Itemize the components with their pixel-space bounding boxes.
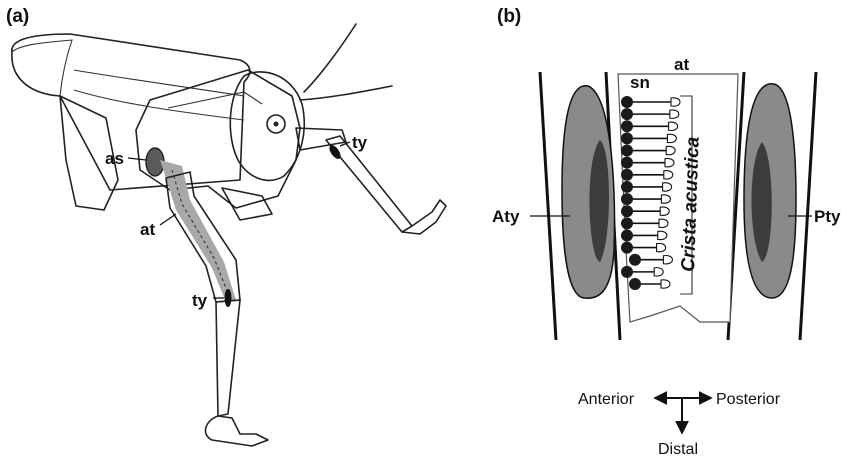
head <box>229 71 306 182</box>
antenna-upper <box>303 23 357 93</box>
mid-leg-tarsus <box>401 199 447 235</box>
fore-leg-tarsus <box>204 415 269 447</box>
tympanum-mid-leg <box>329 145 341 159</box>
tympanum-fore-leg <box>224 289 232 307</box>
sensory-neuron <box>621 193 671 206</box>
anterior-tympanum-inner <box>589 140 609 262</box>
mid-leg-femur <box>295 127 347 151</box>
abdomen <box>59 95 119 211</box>
label-at-a: at <box>140 220 155 239</box>
sensory-neuron <box>621 241 667 254</box>
posterior-tympanum-inner <box>751 142 772 262</box>
sensory-neuron <box>621 132 677 145</box>
wing-tip <box>11 39 73 97</box>
label-distal: Distal <box>658 441 698 458</box>
sensory-neuron <box>621 144 676 157</box>
mid-leg-tibia <box>325 135 413 233</box>
sensory-neuron <box>621 205 670 218</box>
label-crista-acustica: Crista acustica <box>678 136 704 272</box>
sensory-neuron <box>629 278 671 290</box>
sensory-neuron <box>621 229 668 242</box>
fore-leg-tibia <box>215 299 241 417</box>
sensory-neuron <box>629 253 673 266</box>
sensory-neuron <box>621 217 669 230</box>
sensory-neuron <box>621 168 674 181</box>
label-posterior: Posterior <box>716 391 781 408</box>
folded-wing <box>11 33 251 191</box>
sensory-neuron <box>621 265 664 278</box>
label-pty: Pty <box>814 207 841 226</box>
sensory-neuron <box>621 108 680 121</box>
panel-b: (b) at sn Crista acustica Aty Pty A <box>492 6 841 458</box>
label-at-b: at <box>674 55 689 74</box>
panel-b-label: (b) <box>497 6 521 27</box>
antenna-lower <box>299 85 393 101</box>
cuticle-anterior-outer <box>538 71 558 341</box>
orientation-compass: Anterior Posterior Distal <box>578 391 781 458</box>
label-aty: Aty <box>492 207 520 226</box>
crista-bracket <box>680 95 693 295</box>
sensory-neuron <box>621 96 681 108</box>
sensory-neuron <box>621 180 673 193</box>
panel-a: (a) as <box>6 6 447 447</box>
label-anterior: Anterior <box>578 391 635 408</box>
thorax <box>135 69 301 209</box>
panel-a-label: (a) <box>6 6 29 27</box>
sensory-neuron <box>621 120 679 133</box>
cuticle-posterior-outer <box>798 71 818 341</box>
label-ty-mid: ty <box>352 133 368 152</box>
sensory-neuron-array <box>621 96 681 290</box>
sensory-neuron <box>621 156 675 169</box>
label-sn: sn <box>630 73 650 92</box>
label-ty-fore: ty <box>192 291 208 310</box>
label-as: as <box>105 149 124 168</box>
